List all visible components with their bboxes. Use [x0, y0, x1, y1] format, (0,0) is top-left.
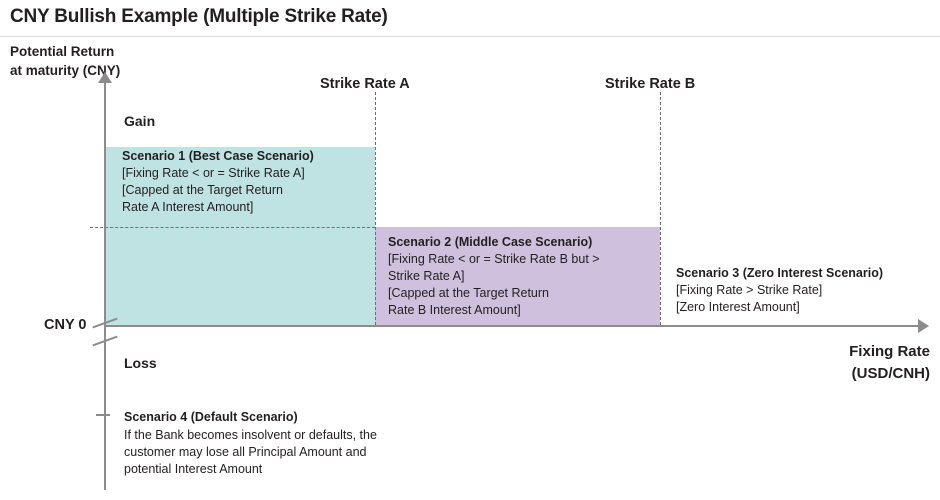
- scenario-2-line-2: Strike Rate A]: [388, 269, 465, 283]
- y-axis-arrow-icon: [98, 72, 112, 83]
- x-axis-label: Fixing Rate (USD/CNH): [849, 341, 930, 385]
- scenario-2-line-3: [Capped at the Target Return: [388, 286, 549, 300]
- scenario-1-line-3: Rate A Interest Amount]: [122, 200, 254, 214]
- scenario-2-line-4: Rate B Interest Amount]: [388, 303, 521, 317]
- scenario-4-line-2: customer may lose all Principal Amount a…: [124, 445, 367, 459]
- strike-rate-a-label: Strike Rate A: [320, 76, 410, 92]
- origin-label: CNY 0: [44, 317, 87, 333]
- scenario-2-line-1: [Fixing Rate < or = Strike Rate B but >: [388, 252, 600, 266]
- scenario-1-line-1: [Fixing Rate < or = Strike Rate A]: [122, 166, 305, 180]
- y-axis: [104, 80, 106, 490]
- scenario-4-line-3: potential Interest Amount: [124, 462, 263, 476]
- x-axis: [104, 325, 920, 327]
- x-axis-label-line2: (USD/CNH): [851, 365, 930, 382]
- scenario-3-line-2: [Zero Interest Amount]: [676, 300, 800, 314]
- scenario-2-heading: Scenario 2 (Middle Case Scenario): [388, 235, 593, 249]
- x-axis-arrow-icon: [918, 319, 929, 333]
- scenario-3-line-1: [Fixing Rate > Strike Rate]: [676, 283, 823, 297]
- scenario-4-heading: Scenario 4 (Default Scenario): [124, 410, 298, 424]
- y-axis-label-line2: at maturity (CNY): [10, 63, 121, 78]
- y-axis-label-line1: Potential Return: [10, 44, 115, 59]
- scenario-2-text: Scenario 2 (Middle Case Scenario) [Fixin…: [388, 234, 600, 319]
- scenario2-region: [375, 227, 660, 325]
- strike-rate-a-line: [375, 92, 376, 325]
- scenario-3-heading: Scenario 3 (Zero Interest Scenario): [676, 266, 884, 280]
- title-divider: [0, 36, 940, 37]
- scenario-4-line-1: If the Bank becomes insolvent or default…: [124, 428, 377, 442]
- strike-rate-b-label: Strike Rate B: [605, 76, 696, 92]
- page-title: CNY Bullish Example (Multiple Strike Rat…: [10, 6, 388, 27]
- x-axis-label-line1: Fixing Rate: [849, 343, 930, 360]
- y-axis-label: Potential Return at maturity (CNY): [10, 42, 120, 80]
- target-return-a-line: [90, 227, 375, 228]
- gain-label: Gain: [124, 113, 156, 129]
- strike-rate-b-line: [660, 92, 661, 325]
- scenario-1-heading: Scenario 1 (Best Case Scenario): [122, 149, 314, 163]
- scenario-3-text: Scenario 3 (Zero Interest Scenario) [Fix…: [676, 265, 883, 316]
- scenario1-region: [105, 147, 375, 325]
- scenario-1-line-2: [Capped at the Target Return: [122, 183, 283, 197]
- y-axis-tick: [96, 414, 110, 416]
- scenario-4-text: Scenario 4 (Default Scenario) If the Ban…: [124, 409, 377, 478]
- loss-label: Loss: [124, 355, 157, 371]
- scenario-1-text: Scenario 1 (Best Case Scenario) [Fixing …: [122, 148, 314, 216]
